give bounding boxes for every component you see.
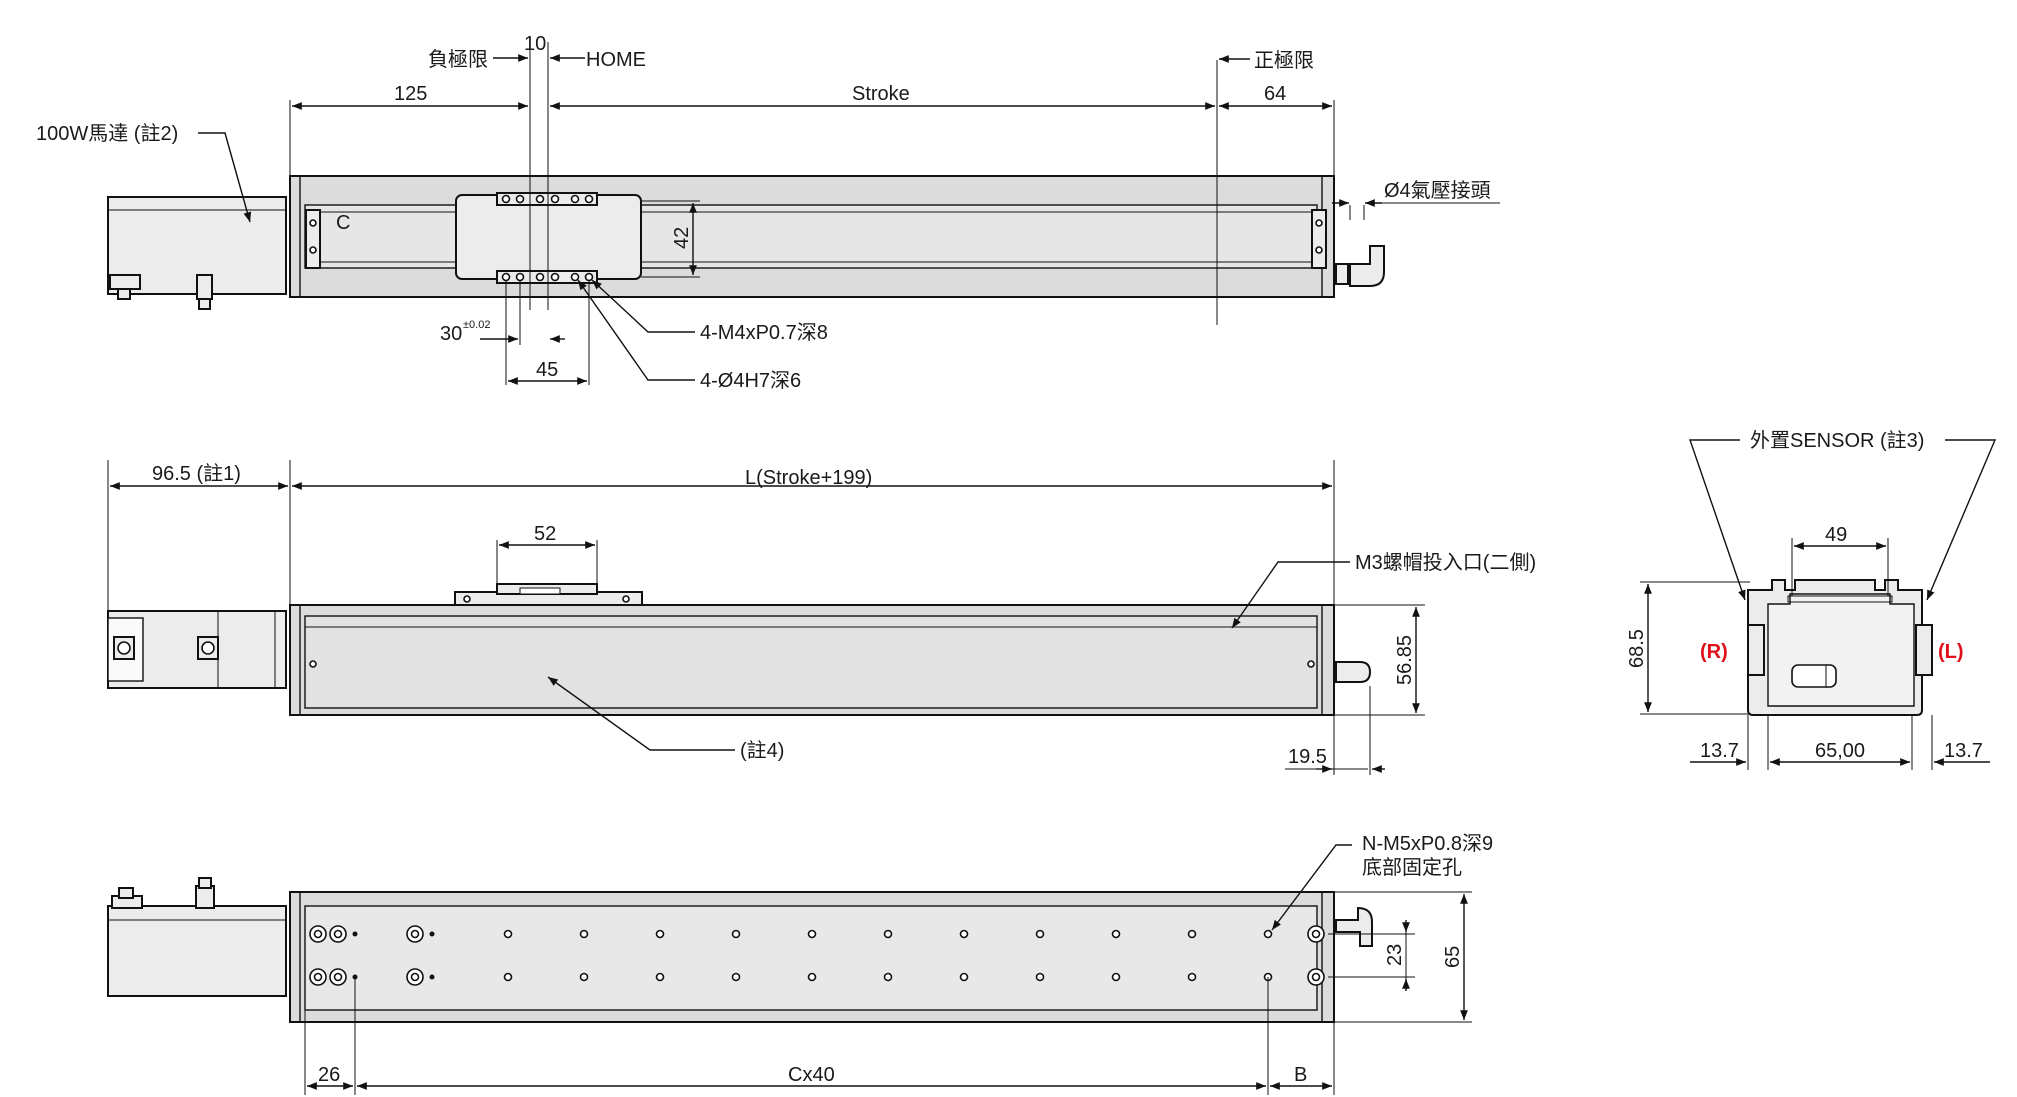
dim-49: 49 xyxy=(1825,524,1847,546)
dim-stroke: Stroke xyxy=(852,83,910,105)
dim-65-bottom: 65 xyxy=(1442,946,1464,968)
dim-b: B xyxy=(1294,1064,1307,1086)
dim-23: 23 xyxy=(1384,944,1406,966)
dim-56-85: 56.85 xyxy=(1394,635,1416,685)
dim-length: L(Stroke+199) xyxy=(745,467,872,489)
mount-holes-line1: N-M5xP0.8深9 xyxy=(1362,832,1493,855)
bottom-view: N-M5xP0.8深9 底部固定孔 23 65 26 Cx40 B xyxy=(107,832,1493,1095)
dim-68-5: 68.5 xyxy=(1626,629,1648,668)
motor-housing xyxy=(107,196,287,310)
carriage-side xyxy=(454,583,643,606)
dim-13-7-left: 13.7 xyxy=(1700,740,1739,762)
dim-26: 26 xyxy=(318,1064,340,1086)
dim-13-7-right: 13.7 xyxy=(1944,740,1983,762)
home-label: HOME xyxy=(586,49,646,71)
tol-base: 30 xyxy=(440,323,462,345)
end-view: 外置SENSOR (註3) 49 68.5 (R) (L) xyxy=(1626,429,1997,770)
air-fitting-label: Ø4氣壓接頭 xyxy=(1384,179,1491,202)
motor-side xyxy=(107,610,287,689)
tap-holes-label: 4-M4xP0.7深8 xyxy=(700,321,828,344)
sensor-label: 外置SENSOR (註3) xyxy=(1750,429,1924,452)
dim-96-5: 96.5 (註1) xyxy=(152,462,241,485)
pin-holes-label: 4-Ø4H7深6 xyxy=(700,369,801,392)
tol-sup: ±0.02 xyxy=(463,319,490,331)
air-fitting-top xyxy=(1335,245,1385,287)
svg-text:C: C xyxy=(336,212,350,234)
note4-label: (註4) xyxy=(740,739,784,762)
dim-42: 42 xyxy=(671,227,693,249)
motor-bottom xyxy=(107,877,287,997)
dim-19-5: 19.5 xyxy=(1288,746,1327,768)
left-mark: (L) xyxy=(1938,641,1964,663)
top-view: C 負極限 10 HOME 正極限 xyxy=(36,33,1500,392)
neg-limit-label: 負極限 xyxy=(428,48,488,71)
profile-cross-section xyxy=(1747,579,1933,716)
dim-125: 125 xyxy=(394,83,427,105)
mount-hole-row-bottom xyxy=(352,972,1273,982)
right-mark: (R) xyxy=(1700,641,1728,663)
home-gap-label: 10 xyxy=(524,33,546,55)
nut-entry-label: M3螺帽投入口(二側) xyxy=(1355,551,1536,574)
pos-limit-label: 正極限 xyxy=(1254,49,1314,72)
mount-holes-line2: 底部固定孔 xyxy=(1362,856,1462,879)
dim-45: 45 xyxy=(536,359,558,381)
motor-label: 100W馬達 (註2) xyxy=(36,122,178,145)
side-view: 96.5 (註1) L(Stroke+199) 52 M3螺帽投入口(二側) (… xyxy=(107,460,1536,775)
dim-52: 52 xyxy=(534,523,556,545)
mount-hole-row-top xyxy=(352,929,1273,939)
dim-64: 64 xyxy=(1264,83,1286,105)
dim-65-00: 65,00 xyxy=(1815,740,1865,762)
dim-pitch: Cx40 xyxy=(788,1064,835,1086)
